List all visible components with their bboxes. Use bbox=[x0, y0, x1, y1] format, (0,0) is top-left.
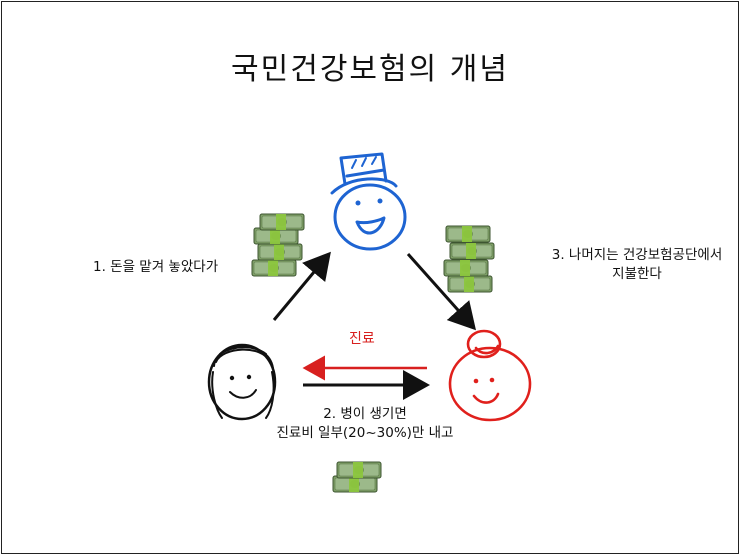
step3-line2: 지불한다 bbox=[612, 266, 662, 282]
step1-label: 1. 돈을 맡겨 놓았다가 bbox=[93, 259, 219, 275]
page-title: 국민건강보험의 개념 bbox=[231, 52, 509, 87]
step2-line2: 진료비 일부(20~30%)만 내고 bbox=[276, 425, 454, 441]
step2-line1: 2. 병이 생기면 bbox=[323, 406, 407, 422]
treatment-label: 진료 bbox=[349, 331, 375, 347]
money-stack-icon bbox=[443, 225, 495, 293]
blue-hat-face-icon bbox=[330, 152, 407, 251]
money-stack-icon bbox=[332, 461, 382, 493]
arrow-pay-remainder bbox=[406, 253, 476, 331]
step2-label: 2. 병이 생기면 진료비 일부(20~30%)만 내고 bbox=[255, 405, 475, 443]
step3-line1: 3. 나머지는 건강보험공단에서 bbox=[551, 247, 723, 263]
money-stack-icon bbox=[251, 213, 305, 277]
black-hair-face-icon bbox=[207, 343, 277, 421]
red-bun-face-icon bbox=[448, 329, 532, 422]
step3-label: 3. 나머지는 건강보험공단에서 지불한다 bbox=[532, 246, 740, 284]
arrow-deposit bbox=[272, 251, 331, 321]
